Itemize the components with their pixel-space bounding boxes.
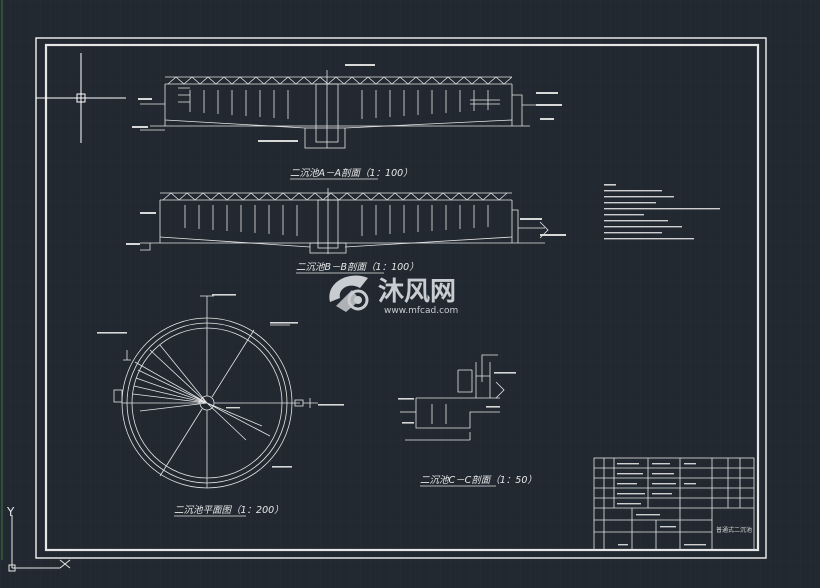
crosshair-cursor — [36, 53, 126, 143]
ucs-axis-icon — [8, 515, 71, 572]
axis-y-label: Y — [6, 505, 15, 519]
section-bb-annotations — [126, 212, 566, 245]
section-bb-drawing — [140, 188, 549, 254]
section-aa-title: 二沉池A－A剖面（1：100） — [290, 167, 413, 179]
design-notes-block — [604, 184, 720, 240]
section-bb-title: 二沉池B－B剖面（1：100） — [296, 261, 419, 273]
plan-view-title: 二沉池平面图（1：200） — [174, 504, 284, 516]
section-cc-title: 二沉池C－C剖面（1：50） — [420, 474, 537, 486]
section-cc-drawing — [400, 354, 505, 441]
section-cc-dimensions — [398, 372, 516, 424]
outer-frame — [35, 37, 767, 559]
plan-view-dimensions — [97, 294, 344, 468]
inner-frame — [44, 43, 760, 552]
watermark-brand: 沐风网 — [378, 277, 456, 307]
plan-view-drawing — [113, 295, 318, 489]
title-block — [593, 457, 755, 551]
section-aa-drawing — [140, 70, 540, 149]
watermark-url: www.mfcad.com — [384, 306, 458, 316]
title-block-entries — [617, 463, 706, 546]
title-block-drawing-name: 普通式二沉池 — [716, 526, 752, 534]
section-aa-annotations — [132, 64, 562, 142]
watermark-logo-icon — [329, 275, 369, 312]
